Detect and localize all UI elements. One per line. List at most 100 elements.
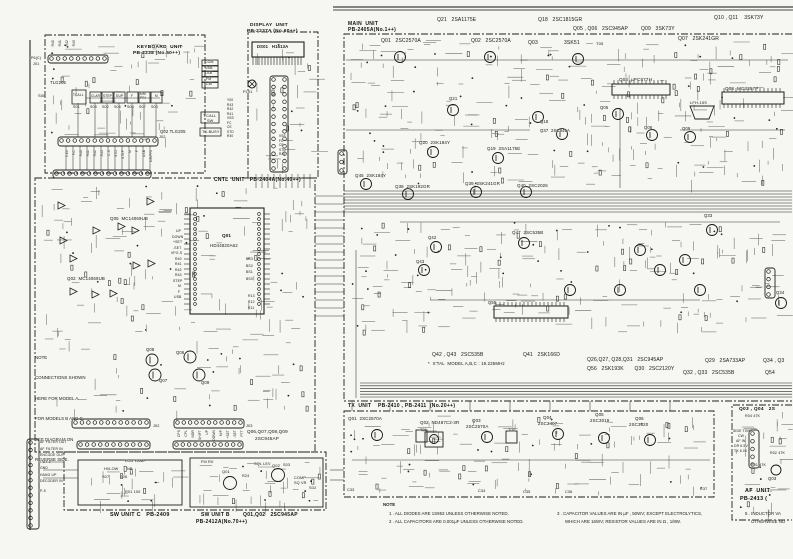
cntl-note-line: SEE DIAGRAM ON [35,436,74,442]
component-label: SQL LEV [254,462,271,466]
component-label: OUT-2 [40,459,51,464]
component-label: Q45 2SK184Y [355,173,387,178]
component-label: R40 [227,134,234,138]
component-label: -SET [173,245,182,250]
component-label: STD [279,147,286,152]
component-label: DOWN [212,430,216,441]
component-label: Q07 2SK241GR [678,36,720,42]
component-label: USB [174,295,182,299]
display-unit-part: PB-2237A (No.60++) [247,29,298,34]
component-label: S07 [102,475,110,479]
component-label: TX 6.0V [734,449,748,453]
component-label: R40 [279,152,286,156]
component-label: * X'TAL MODEL A,B,C : 19.225MHz [428,361,505,366]
component-label: GND [40,466,48,470]
component-label: M [155,94,158,98]
component-label: S04 [127,105,134,109]
component-label: Q42 [428,235,437,240]
component-label: Q43 [416,259,425,264]
component-label: J03 [246,424,253,428]
component-label: SW [207,119,214,123]
component-label: STEP [121,150,125,159]
notes-heading: NOTE [383,502,396,507]
component-label: -SET [233,430,237,438]
component-label: Q41 2SK166D [523,352,560,358]
component-label: Q04 μPC577H [619,77,653,82]
component-label: Q29 2SA733AP [705,358,746,364]
swb-unit-devices: Q01,Q02 2SC945AP [243,512,298,518]
af-unit-devices: Q03 , Q04 2S [739,407,776,412]
component-label: TCALL [73,93,84,97]
component-label: 5.6V [65,150,69,158]
af-unit-part: PB-2413 ( [740,496,768,502]
component-label: Q18 [540,119,549,124]
component-label: Q39 2SK241GR [465,181,500,186]
cpu-ref: Q01 [222,233,232,238]
cntl-note-line: NOTE [35,354,48,360]
component-label: DOWN [172,234,184,239]
component-label: Q02 MC14069UB [67,276,105,281]
component-label: Q55 [488,300,497,305]
component-label: R42 [93,150,97,157]
component-label: R43 [175,273,182,277]
swc-unit-title: SW UNIT C PB-2409 [110,512,170,518]
component-label: Q06 [176,350,185,355]
component-label: STD [227,129,234,134]
component-label: M [178,284,181,288]
component-label: NOR [191,430,195,438]
component-label: DECODER IN [40,479,63,483]
component-label: MR/ [140,92,147,96]
component-label: 2SC3019 [590,418,610,423]
component-label: STEP [173,278,183,283]
af-unit-title: AF UNIT [745,488,771,494]
component-label: STEP [103,94,112,98]
component-label: R43 [227,102,234,107]
note-line-2: 2 . ALL CAPACITORS ARE 0.001μF UNLESS OT… [389,519,524,524]
component-label: R12 [248,300,255,304]
component-label: R04 47K [745,414,761,418]
component-label: BS1 [246,270,253,274]
component-label: FM RX [201,460,214,464]
component-label: M [128,150,132,153]
component-label: Q54 [765,370,775,376]
component-label: R41 [86,150,90,157]
component-label: Q34 , Q3 [763,358,785,364]
component-label: BS3 [246,257,253,261]
component-label: LCD LAMP [125,458,147,463]
component-label: USB [142,150,146,158]
cntl-note-line: CONNECTIONS SHOWN [35,375,86,381]
component-label: R40 [175,256,182,261]
component-label: Q18 2SC1815GR [538,17,583,23]
component-label: Q21 [449,96,458,101]
component-label: Q05 , Q06 2SC945AP [573,26,628,32]
component-label: Q01 2SC2570A [381,38,421,44]
component-label: T02 [508,428,515,432]
component-label: SIDE TONE [733,429,753,433]
component-label: DR 6.5V [734,444,748,448]
component-label: LSB [205,71,213,75]
component-label: R13 [248,294,255,298]
component-label: S06 [120,475,128,479]
component-label: Q07 [159,378,168,383]
component-label: 2SC3020 [629,422,649,427]
component-label: R40 [79,150,83,157]
component-label: TLG205 [50,80,67,85]
component-label: R40 [51,40,55,47]
component-label: Q10 , Q11 3SK73Y [714,15,764,21]
component-label: S02 [102,105,109,109]
component-label: S06 [114,105,121,109]
component-label: 2SC2407 [538,421,558,426]
component-label: Q06 [635,416,644,421]
component-label: Q09 [682,126,691,131]
component-label: S02 [309,486,317,490]
component-label: S07 [139,105,146,109]
component-label: Q03 [528,40,538,46]
component-label: P6(C) [31,56,42,60]
component-label: F.C [72,150,76,156]
component-label: F [178,289,181,294]
cntl-note-line: FOR MODELS B AND C, [35,416,85,422]
component-label: Q06 [644,125,653,130]
component-label: Q03 [768,476,777,481]
component-label: Q38 2SK192GR [395,184,430,189]
component-label: Q01 [222,469,231,474]
